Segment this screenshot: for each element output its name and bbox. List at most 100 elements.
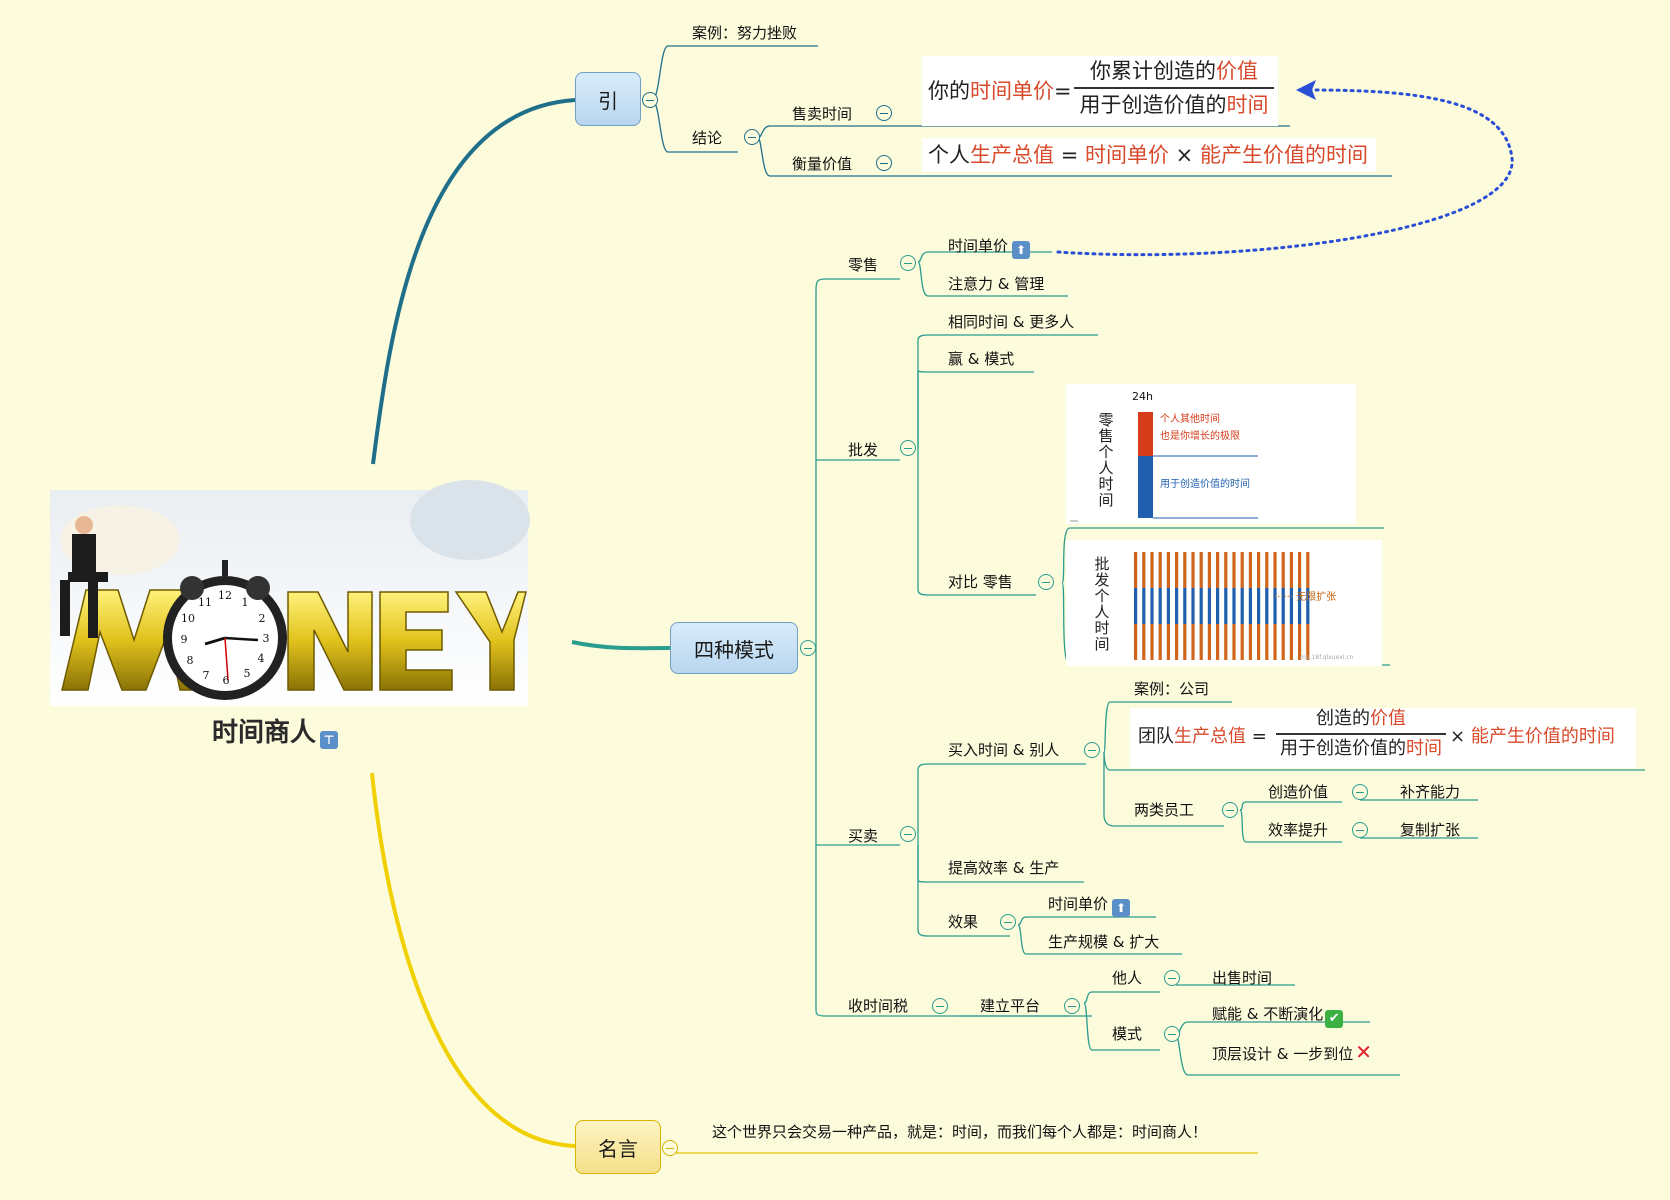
- wholesale-bar: [1290, 552, 1293, 588]
- svg-text:5: 5: [244, 667, 251, 680]
- trade-two-types[interactable]: 两类员工: [1134, 800, 1194, 820]
- trade-improve[interactable]: 提高效率 & 生产: [948, 858, 1059, 878]
- topic-intro[interactable]: 引: [575, 72, 641, 126]
- collapse-two-types-button[interactable]: [1222, 802, 1238, 818]
- wholesale-bar: [1290, 624, 1293, 660]
- trade-copy-expand[interactable]: 复制扩张: [1400, 820, 1460, 840]
- central-topic-title[interactable]: 时间商人⊤: [212, 718, 338, 749]
- collapse-sell-time-button[interactable]: [876, 105, 892, 121]
- wholesale-bar: [1159, 624, 1162, 660]
- wholesale-bar: [1142, 624, 1145, 660]
- effect-scale[interactable]: 生产规模 & 扩大: [1048, 932, 1159, 952]
- wholesale-bar: [1150, 624, 1153, 660]
- effect-unit-price[interactable]: 时间单价⬆: [1048, 894, 1130, 917]
- mode-tax[interactable]: 收时间税: [848, 996, 908, 1016]
- check-icon: ✔: [1325, 1010, 1343, 1028]
- effect-unit-price-label: 时间单价: [1048, 895, 1108, 913]
- formula1-numerator: 你累计创造的价值: [1090, 58, 1258, 84]
- intro-sell-time[interactable]: 售卖时间: [792, 104, 852, 124]
- wholesale-bar: [1257, 624, 1260, 660]
- collapse-quote-button[interactable]: [662, 1140, 678, 1156]
- wholesale-bar: [1298, 552, 1301, 588]
- tax-mode-top-design-label: 顶层设计 & 一步到位: [1212, 1045, 1353, 1063]
- trade-buy-time[interactable]: 买入时间 & 别人: [948, 740, 1059, 760]
- quote-text[interactable]: 这个世界只会交易一种产品，就是：时间，而我们每个人都是：时间商人！: [712, 1122, 1207, 1142]
- arrow-up-icon: ⬆: [1012, 241, 1030, 259]
- wholesale-bar: [1257, 588, 1260, 624]
- wholesale-bar: [1167, 552, 1170, 588]
- wholesale-bar: [1134, 552, 1137, 588]
- formula3-fraction: 创造的价值 用于创造价值的时间: [1276, 708, 1446, 760]
- trade-efficiency[interactable]: 效率提升: [1268, 820, 1328, 840]
- collapse-conclusion-button[interactable]: [744, 129, 760, 145]
- wholesale-bar: [1150, 588, 1153, 624]
- wholesale-bar: [1273, 552, 1276, 588]
- trade-effect[interactable]: 效果: [948, 912, 978, 932]
- svg-text:1: 1: [242, 596, 249, 609]
- collapse-four-modes-button[interactable]: [800, 640, 816, 656]
- collapse-buy-time-button[interactable]: [1084, 742, 1100, 758]
- collapse-wholesale-button[interactable]: [900, 440, 916, 456]
- wholesale-item-same-time[interactable]: 相同时间 & 更多人: [948, 312, 1074, 332]
- wholesale-bar: [1142, 588, 1145, 624]
- mode-retail[interactable]: 零售: [848, 255, 878, 275]
- collapse-retail-button[interactable]: [900, 255, 916, 271]
- collapse-tax-button[interactable]: [932, 998, 948, 1014]
- svg-text:6: 6: [223, 674, 230, 687]
- wholesale-bar: [1249, 624, 1252, 660]
- intro-conclusion[interactable]: 结论: [692, 128, 722, 148]
- svg-text:9: 9: [181, 633, 188, 646]
- retail-item-unit-price[interactable]: 时间单价⬆: [948, 236, 1030, 259]
- collapse-others-button[interactable]: [1164, 970, 1180, 986]
- tax-platform[interactable]: 建立平台: [980, 996, 1040, 1016]
- wholesale-bar: [1183, 588, 1186, 624]
- wholesale-chart-legend: ······ 无限扩张: [1274, 592, 1336, 604]
- formula1-left: 你的时间单价=: [928, 78, 1072, 104]
- tax-sell-time[interactable]: 出售时间: [1212, 968, 1272, 988]
- wholesale-bar: [1175, 624, 1178, 660]
- collapse-platform-button[interactable]: [1064, 998, 1080, 1014]
- wholesale-bar: [1191, 624, 1194, 660]
- formula1-denominator: 用于创造价值的时间: [1080, 92, 1269, 118]
- collapse-effect-button[interactable]: [1000, 914, 1016, 930]
- topic-four-modes[interactable]: 四种模式: [670, 622, 798, 674]
- wholesale-bar: [1224, 588, 1227, 624]
- collapse-measure-value-button[interactable]: [876, 155, 892, 171]
- wholesale-bar: [1208, 552, 1211, 588]
- wholesale-bar: [1208, 624, 1211, 660]
- mode-wholesale[interactable]: 批发: [848, 440, 878, 460]
- tax-mode[interactable]: 模式: [1112, 1024, 1142, 1044]
- wholesale-item-win-mode[interactable]: 赢 & 模式: [948, 349, 1014, 369]
- trade-create-value[interactable]: 创造价值: [1268, 782, 1328, 802]
- intro-case[interactable]: 案例：努力挫败: [692, 23, 797, 43]
- wholesale-bar: [1241, 588, 1244, 624]
- topic-four-modes-label: 四种模式: [694, 634, 774, 663]
- collapse-intro-button[interactable]: [642, 92, 658, 108]
- wholesale-bar: [1167, 624, 1170, 660]
- intro-measure-value[interactable]: 衡量价值: [792, 154, 852, 174]
- formula2-text: 个人生产总值 = 时间单价 × 能产生价值的时间: [928, 142, 1368, 168]
- wholesale-compare-retail[interactable]: 对比 零售: [948, 572, 1013, 592]
- trade-case[interactable]: 案例：公司: [1134, 679, 1209, 699]
- collapse-mode-button[interactable]: [1164, 1026, 1180, 1042]
- retail-item-attention[interactable]: 注意力 & 管理: [948, 274, 1044, 294]
- wholesale-bar: [1200, 552, 1203, 588]
- tax-mode-top-design[interactable]: 顶层设计 & 一步到位✕: [1212, 1042, 1372, 1064]
- tax-others[interactable]: 他人: [1112, 968, 1142, 988]
- wholesale-bar: [1265, 624, 1268, 660]
- collapse-create-value-button[interactable]: [1352, 784, 1368, 800]
- arrow-up-icon: ⬆: [1112, 899, 1130, 917]
- wholesale-bar: [1249, 552, 1252, 588]
- collapse-efficiency-button[interactable]: [1352, 822, 1368, 838]
- collapse-compare-button[interactable]: [1038, 574, 1054, 590]
- wholesale-bar: [1265, 552, 1268, 588]
- topic-quote[interactable]: 名言: [575, 1120, 661, 1174]
- tax-mode-empower[interactable]: 赋能 & 不断演化✔: [1212, 1004, 1343, 1028]
- trade-fill-ability[interactable]: 补齐能力: [1400, 782, 1460, 802]
- mode-trade[interactable]: 买卖: [848, 826, 878, 846]
- wholesale-bar: [1282, 552, 1285, 588]
- collapse-trade-button[interactable]: [900, 826, 916, 842]
- formula3-numerator: 创造的价值: [1316, 708, 1406, 730]
- wholesale-bar: [1183, 624, 1186, 660]
